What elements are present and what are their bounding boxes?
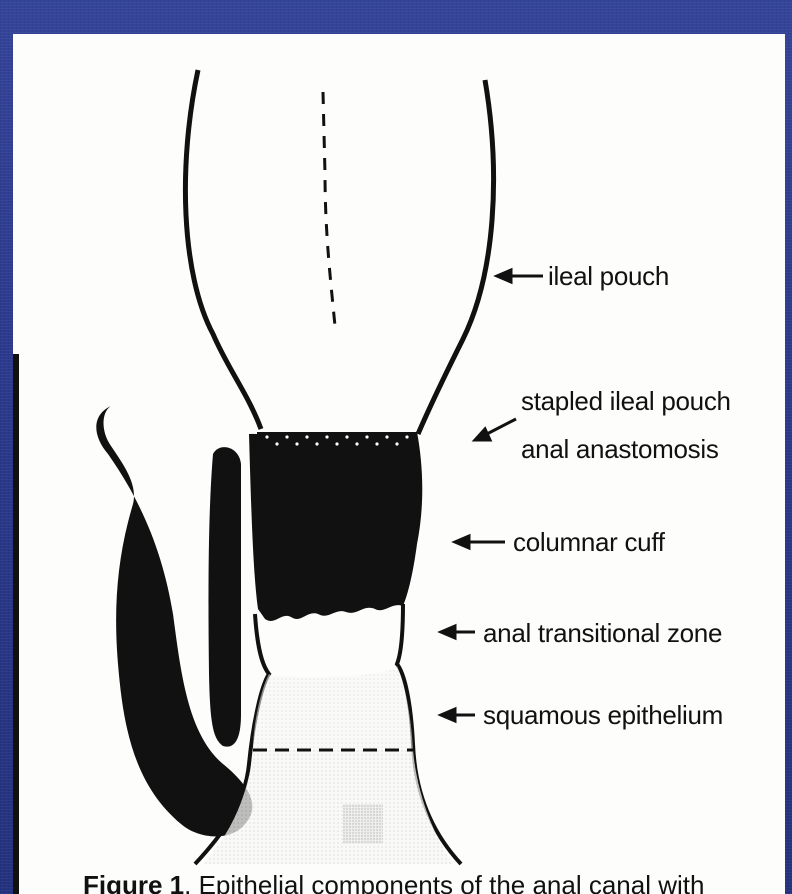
perianal-dense-spot — [343, 804, 383, 844]
arrow-columnar-cuff — [455, 536, 505, 548]
internal-sphincter — [208, 447, 241, 746]
pouch-midline-dashed — [323, 92, 335, 326]
label-anastomosis-line2: anal anastomosis — [521, 432, 719, 466]
label-columnar-cuff: columnar cuff — [513, 525, 665, 559]
label-anastomosis-line1: stapled ileal pouch — [521, 384, 731, 418]
label-anal-transitional-zone: anal transitional zone — [483, 616, 722, 650]
staple-line — [257, 432, 415, 450]
squamous-region — [253, 666, 413, 750]
arrow-squamous — [441, 709, 475, 721]
figure-caption: Figure 1. Epithelial components of the a… — [83, 870, 704, 894]
columnar-cuff — [249, 432, 422, 621]
label-squamous-epithelium: squamous epithelium — [483, 698, 723, 732]
arrow-anastomosis — [475, 419, 516, 440]
ileal-pouch-left-wall — [185, 70, 261, 429]
arrow-transitional-zone — [441, 626, 475, 638]
label-ileal-pouch: ileal pouch — [548, 259, 669, 293]
arrow-ileal-pouch — [497, 270, 543, 282]
ileal-pouch-right-wall — [418, 80, 494, 434]
figure-panel: ileal pouch stapled ileal pouch anal ana… — [13, 34, 785, 894]
caption-lead: Figure 1 — [83, 870, 184, 894]
caption-text: Epithelial components of the anal canal … — [199, 870, 705, 894]
